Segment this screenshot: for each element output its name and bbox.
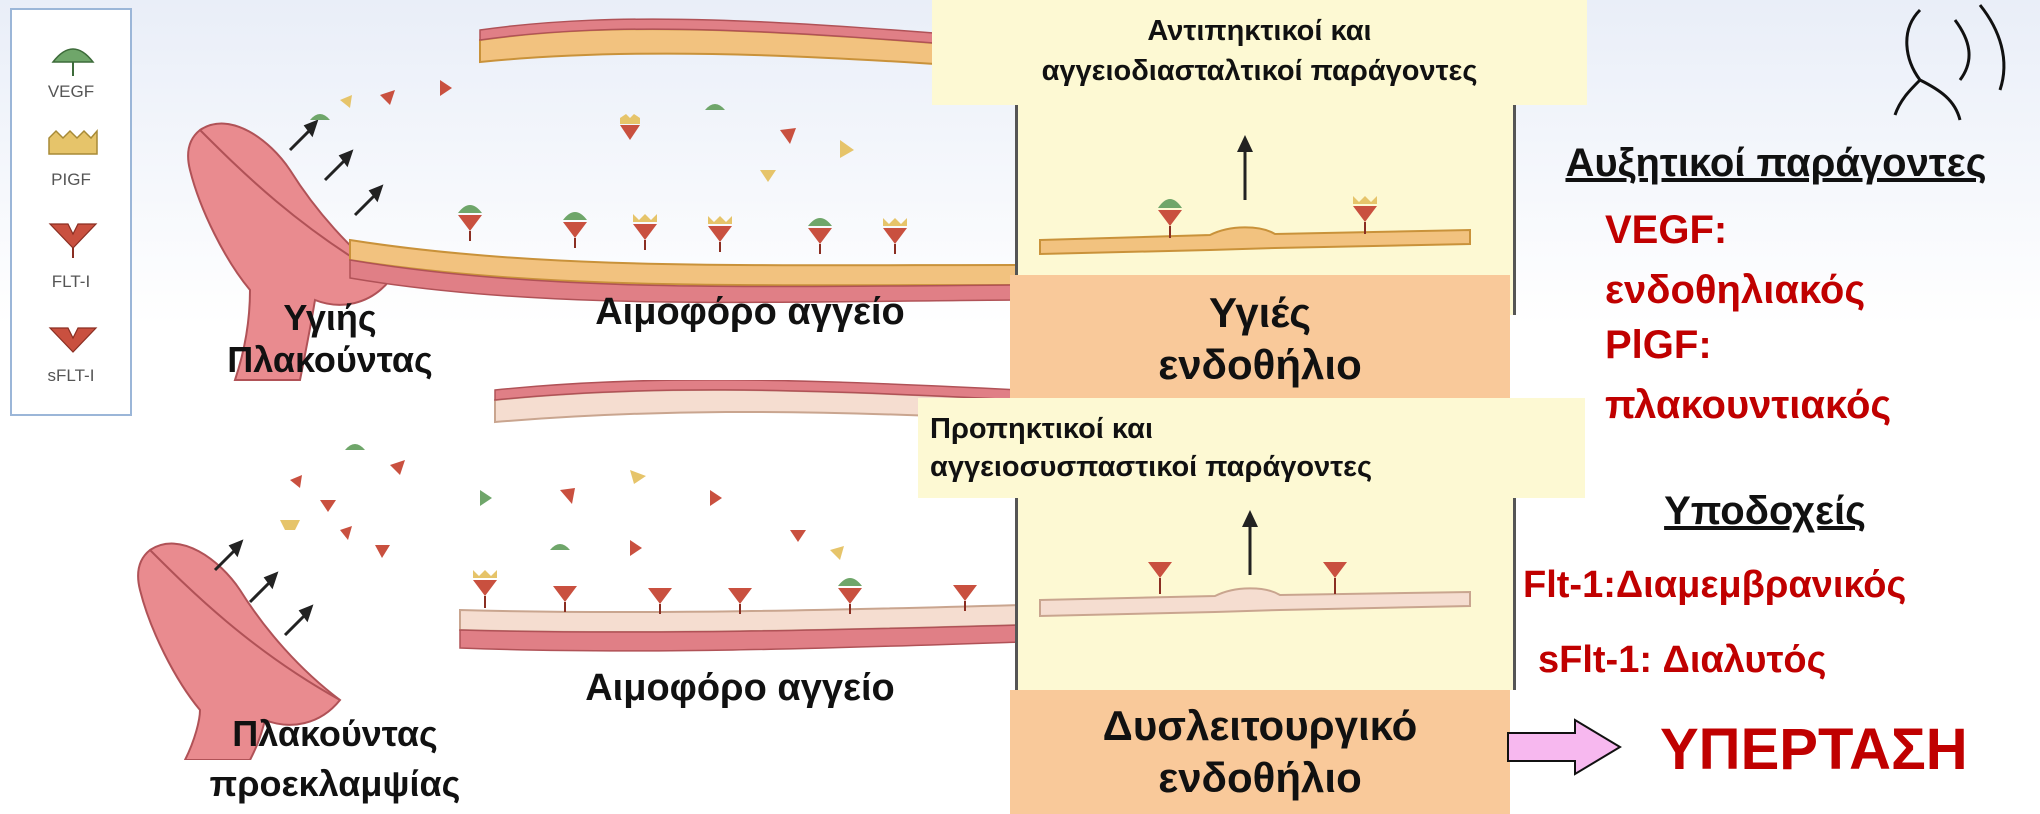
pregnant-woman-sketch [1860,0,2040,150]
vegf-legend-icon [48,40,98,80]
top-vessel-label: Αιμοφόρο αγγείο [560,290,940,334]
bound-receptors [458,205,907,254]
legend-pigf-label: PIGF [12,170,130,190]
free-factors [310,80,854,182]
anticoagulant-line2: αγγειοδιασταλτικοί παράγοντες [932,52,1587,90]
vegf-title: VEGF: [1605,205,1727,255]
right-arrow-icon [1505,717,1625,777]
sflt1-legend-icon [46,324,100,358]
dysfunctional-line1: Δυσλειτουργικό [1010,700,1510,752]
healthy-placenta-label-line1: Υγιής [250,298,410,338]
healthy-endothelium-label: Υγιές ενδοθήλιο [1010,275,1510,400]
anticoagulant-line1: Αντιπηκτικοί και [932,12,1587,50]
legend: VEGF PIGF FLT-I sFLT-I [10,8,132,416]
anticoagulant-factors-box: Αντιπηκτικοί και αγγειοδιασταλτικοί παρά… [932,0,1587,105]
dysfunctional-endothelium-label: Δυσλειτουργικό ενδοθήλιο [1010,690,1510,814]
receptors-heading: Υποδοχείς [1600,486,1930,536]
legend-flt1-label: FLT-I [12,272,130,292]
procoagulant-line1: Προπηκτικοί και [930,410,1153,448]
flt1-desc: Flt-1:Διαμεμβρανικός [1523,560,1906,610]
procoagulant-line2: αγγειοσυσπαστικοί παράγοντες [930,448,1372,486]
preeclampsia-placenta-label-line2: προεκλαμψίας [170,762,500,806]
sflt1-desc: sFlt-1: Διαλυτός [1538,635,1826,685]
preeclampsia-placenta-label-line1: Πλακούντας [190,712,480,756]
vegf-desc: ενδοθηλιακός [1605,265,1865,315]
flt1-legend-icon [46,220,100,260]
healthy-endothelium-drawing [1030,130,1500,260]
healthy-line1: Υγιές [1010,287,1510,339]
hypertension-result: ΥΠΕΡΤΑΣΗ [1660,715,1968,785]
free-factors [280,444,844,560]
legend-vegf-label: VEGF [12,82,130,102]
healthy-placenta-label-line2: Πλακούντας [210,340,450,380]
pigf-desc: πλακουντιακός [1605,380,1891,430]
dysfunctional-endothelium-drawing [1030,500,1500,640]
pigf-title: PlGF: [1605,320,1712,370]
dysfunctional-line2: ενδοθήλιο [1010,752,1510,804]
growth-factors-heading: Αυξητικοί παράγοντες [1512,138,2040,188]
healthy-line2: ενδοθήλιο [1010,339,1510,391]
pigf-legend-icon [46,128,100,158]
bottom-vessel-label: Αιμοφόρο αγγείο [550,666,930,710]
procoagulant-factors-box: Προπηκτικοί και αγγειοσυσπαστικοί παράγο… [918,398,1585,498]
